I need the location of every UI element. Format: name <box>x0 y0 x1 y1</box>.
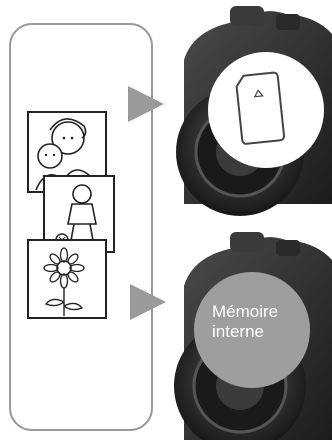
internal-memory-callout <box>194 272 310 388</box>
arrow-right-icon <box>128 86 164 122</box>
photo-icon <box>27 111 107 193</box>
internal-memory-label: Mémoire interne <box>212 302 279 341</box>
photo-icon <box>27 239 107 319</box>
memory-card-icon <box>235 71 286 145</box>
arrow-right-icon <box>130 284 166 320</box>
